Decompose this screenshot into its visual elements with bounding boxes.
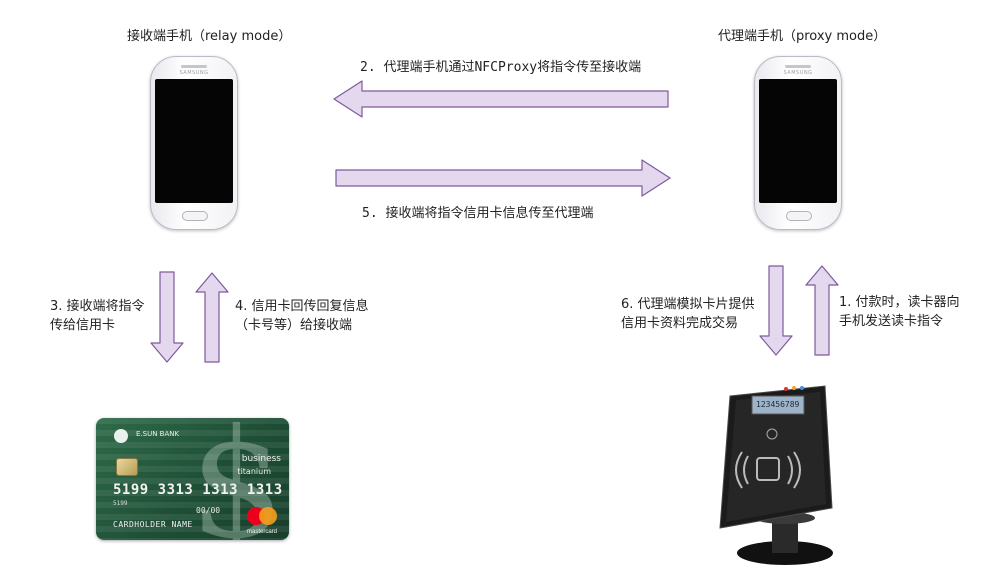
arrow-step2-left: [333, 80, 669, 118]
phone-screen: [155, 79, 233, 203]
card-reader-illustration: [719, 385, 833, 565]
step3-line1: 3. 接收端将指令: [50, 299, 145, 314]
phone-brand: SAMSUNG: [179, 70, 209, 76]
card-expiry: 00/00: [196, 506, 221, 515]
card-bank-name: E.SUN BANK: [136, 430, 180, 438]
relay-phone-title: 接收端手机（relay mode）: [127, 29, 292, 44]
arrow-step1-up: [805, 265, 839, 356]
card-holder-name: CARDHOLDER NAME: [113, 520, 193, 529]
bank-logo-icon: [114, 429, 128, 443]
step6-line2: 信用卡资料完成交易: [621, 316, 739, 331]
card-number: 5199 3313 1313 1313: [113, 482, 283, 498]
nfc-card-reader: 123456789: [700, 378, 850, 568]
arrow-step3-down: [150, 271, 184, 363]
step2-label: 2. 代理端手机通过NFCProxy将指令传至接收端: [360, 60, 642, 75]
arrow-step5-right: [335, 159, 671, 197]
phone-home-button: [182, 211, 208, 221]
step1-label: 1. 付款时，读卡器向 手机发送读卡指令: [839, 293, 960, 331]
mastercard-logo-icon: mastercard: [247, 507, 277, 535]
phone-speaker: [785, 65, 811, 68]
card-small-number: 5199: [113, 500, 128, 507]
phone-screen: [759, 79, 837, 203]
phone-home-button: [786, 211, 812, 221]
card-chip-icon: [116, 458, 138, 476]
proxy-phone: SAMSUNG: [754, 56, 842, 230]
card-network-label: mastercard: [247, 529, 277, 535]
step6-label: 6. 代理端模拟卡片提供 信用卡资料完成交易: [621, 295, 755, 333]
card-tier-titanium: titanium: [237, 467, 271, 476]
proxy-phone-title: 代理端手机（proxy mode）: [718, 29, 887, 44]
step1-line2: 手机发送读卡指令: [839, 314, 944, 329]
step3-line2: 传给信用卡: [50, 318, 116, 333]
reader-display-text: 123456789: [756, 400, 800, 409]
relay-phone: SAMSUNG: [150, 56, 238, 230]
step3-label: 3. 接收端将指令 传给信用卡: [50, 297, 145, 335]
step4-line2: （卡号等）给接收端: [235, 318, 353, 333]
step6-line1: 6. 代理端模拟卡片提供: [621, 297, 755, 312]
phone-brand: SAMSUNG: [783, 70, 813, 76]
phone-speaker: [181, 65, 207, 68]
step5-label: 5. 接收端将指令信用卡信息传至代理端: [362, 206, 594, 221]
step4-label: 4. 信用卡回传回复信息 （卡号等）给接收端: [235, 297, 369, 335]
credit-card: $ E.SUN BANK business titanium 5199 3313…: [96, 418, 289, 540]
card-tier-business: business: [241, 454, 281, 464]
step4-line1: 4. 信用卡回传回复信息: [235, 299, 369, 314]
arrow-step6-down: [759, 265, 793, 356]
step1-line1: 1. 付款时，读卡器向: [839, 295, 960, 310]
arrow-step4-up: [195, 272, 229, 363]
